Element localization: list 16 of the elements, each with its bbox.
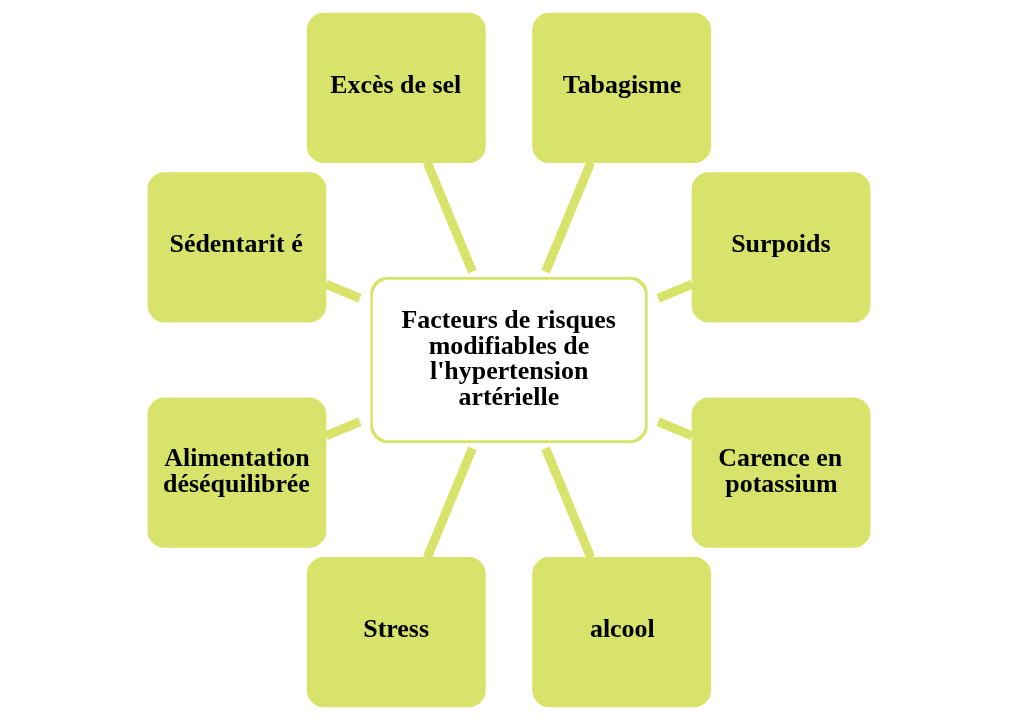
connector <box>655 280 694 303</box>
connector <box>655 417 694 440</box>
node-box: Sédentarit é <box>147 172 326 323</box>
node-box: Stress <box>306 556 486 708</box>
connector <box>323 417 362 440</box>
node-box: Excès de sel <box>306 12 486 164</box>
node-box: Surpoids <box>691 172 870 323</box>
node-box: alcool <box>531 556 711 708</box>
connector <box>540 446 595 560</box>
connector <box>323 280 362 303</box>
node-box: Alimentation déséquilibrée <box>147 397 326 548</box>
connector <box>540 160 595 274</box>
connector <box>422 446 477 560</box>
node-box: Carence en potassium <box>691 397 870 548</box>
connector <box>422 160 477 274</box>
node-box: Tabagisme <box>531 12 711 164</box>
